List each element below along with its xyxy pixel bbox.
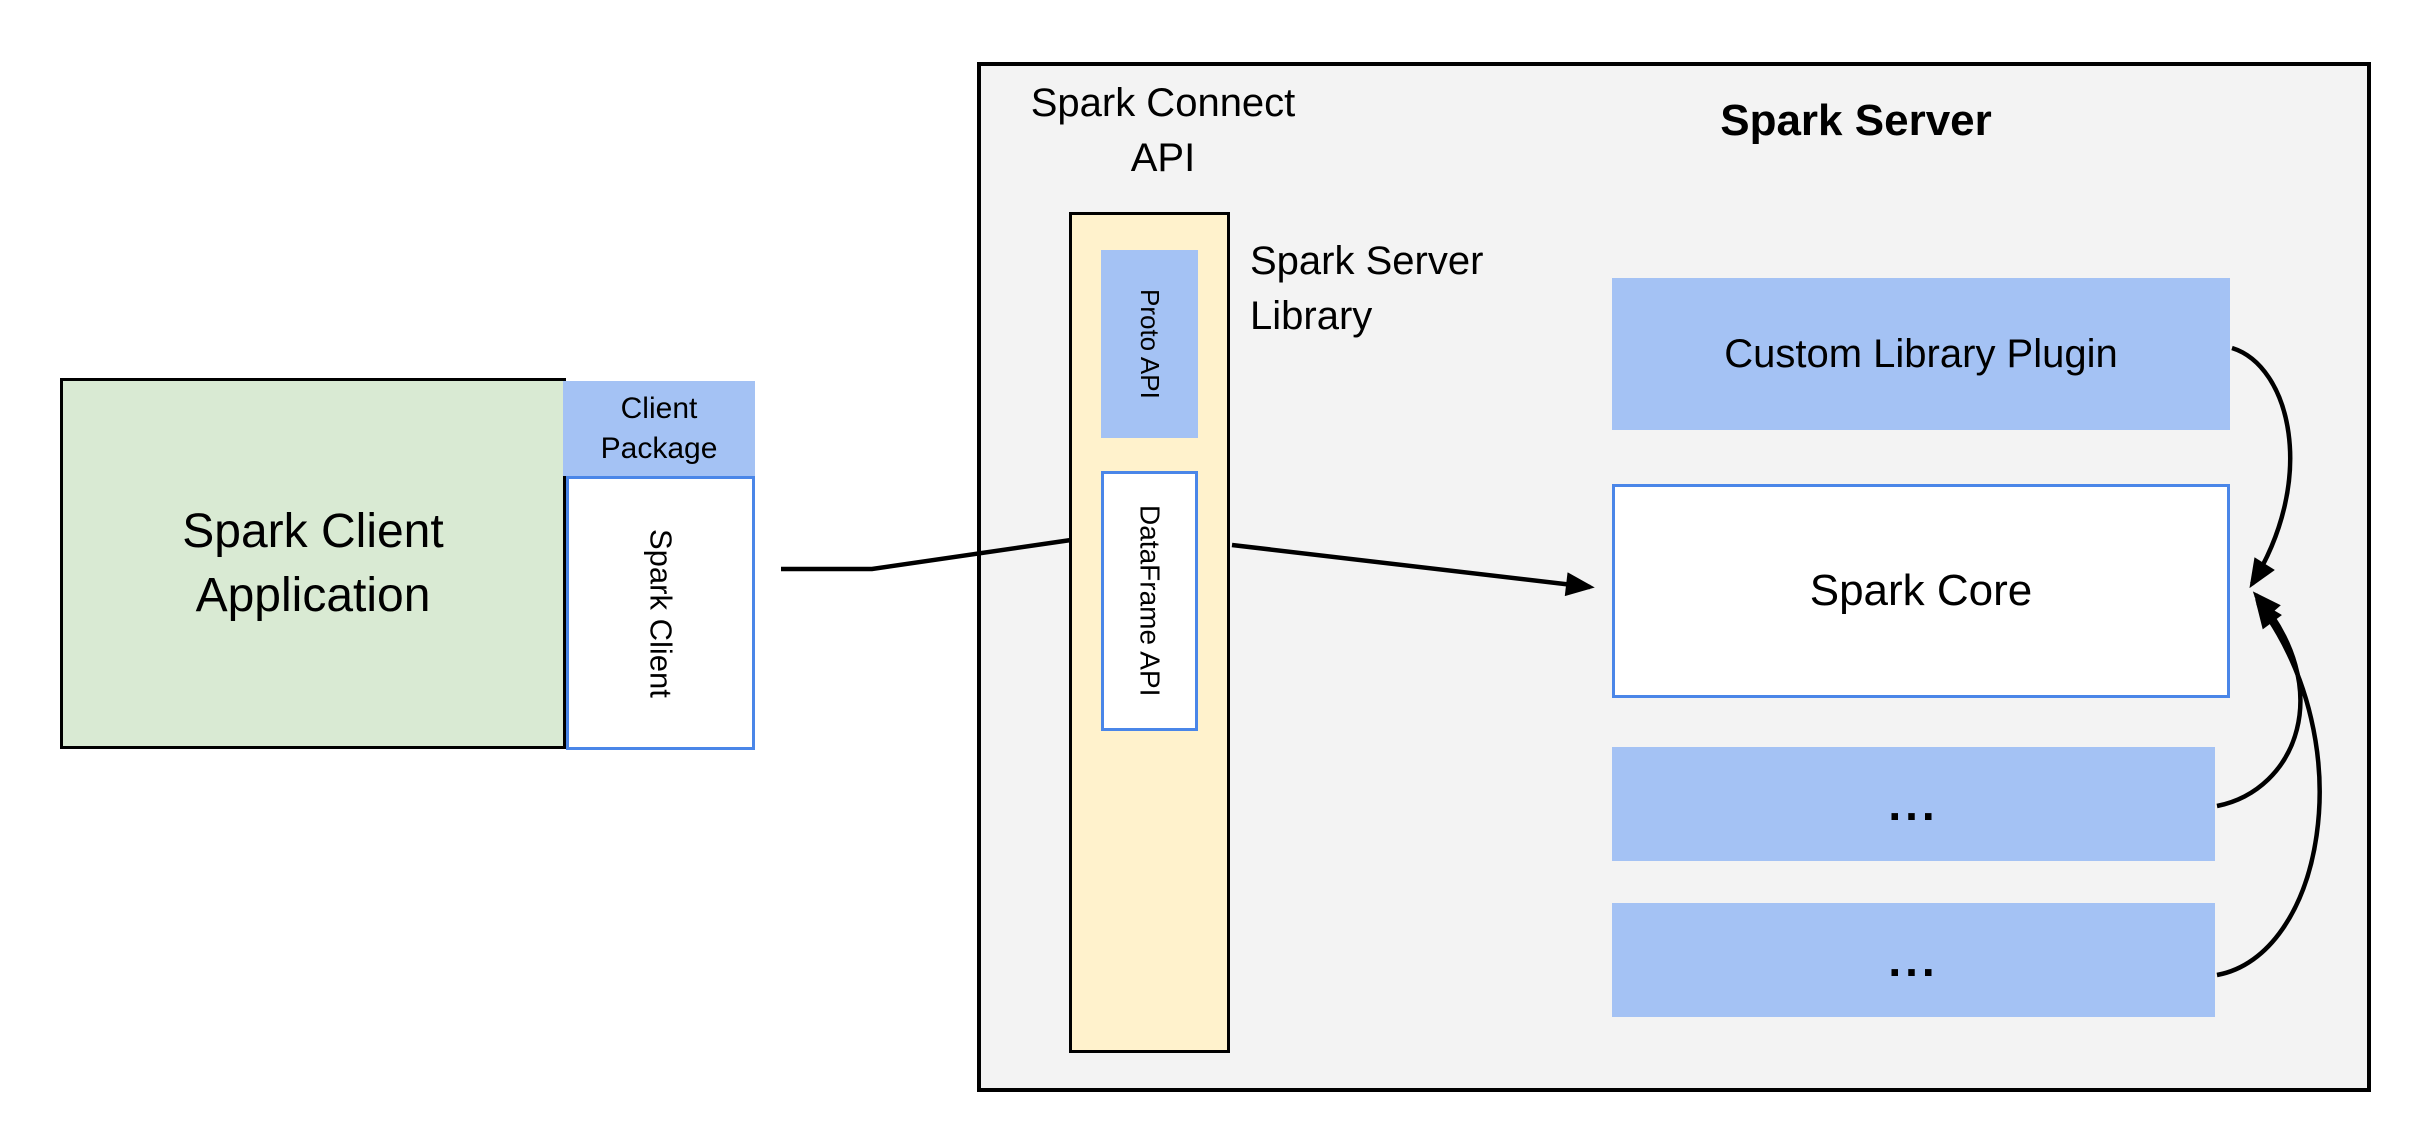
spark-server-title: Spark Server (1720, 96, 1992, 145)
proto-api-box: Proto API (1101, 250, 1198, 438)
ellipsis-box-2: ... (1612, 903, 2215, 1017)
client-package-box: Client Package (563, 381, 755, 476)
ellipsis-box-1: ... (1612, 747, 2215, 861)
spark-client-box: Spark Client (566, 476, 755, 750)
spark-server-library-label: Spark Server Library (1250, 239, 1484, 339)
custom-library-plugin-box: Custom Library Plugin (1612, 278, 2230, 430)
spark-client-application-box: Spark Client Application (60, 378, 566, 749)
spark-core-box: Spark Core (1612, 484, 2230, 698)
spark-client-label: Spark Client (643, 528, 679, 698)
dataframe-api-box: DataFrame API (1101, 471, 1198, 731)
dataframe-api-label: DataFrame API (1134, 505, 1166, 697)
proto-api-label: Proto API (1135, 289, 1165, 399)
spark-connect-api-label: Spark Connect API (1030, 81, 1296, 181)
